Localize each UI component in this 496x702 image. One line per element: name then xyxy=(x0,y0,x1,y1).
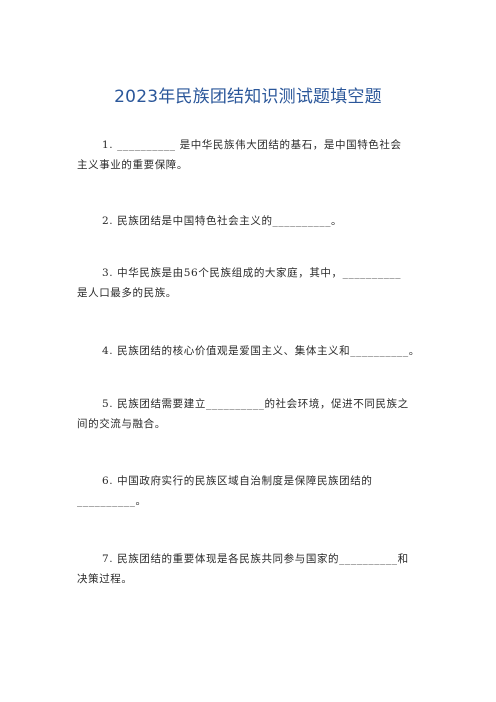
question-3: 3. 中华民族是由56个民族组成的大家庭，其中，__________ 是人口最多… xyxy=(77,263,437,303)
question-2-line-1: 2. 民族团结是中国特色社会主义的__________。 xyxy=(102,215,343,227)
question-1: 1. __________ 是中华民族伟大团结的基石，是中国特色社会 主义事业的… xyxy=(77,135,437,175)
question-1-line-2: 主义事业的重要保障。 xyxy=(77,159,188,171)
question-3-line-1: 3. 中华民族是由56个民族组成的大家庭，其中，__________ xyxy=(102,267,402,279)
question-6-line-1: 6. 中国政府实行的民族区域自治制度是保障民族团结的 xyxy=(102,475,373,487)
question-4-line-1: 4. 民族团结的核心价值观是爱国主义、集体主义和__________。 xyxy=(102,345,420,357)
question-5: 5. 民族团结需要建立__________的社会环境，促进不同民族之 间的交流与… xyxy=(77,394,437,434)
question-6-line-2: __________。 xyxy=(77,495,147,507)
question-6: 6. 中国政府实行的民族区域自治制度是保障民族团结的 __________。 xyxy=(77,471,437,511)
question-5-line-2: 间的交流与融合。 xyxy=(77,418,166,430)
question-7: 7. 民族团结的重要体现是各民族共同参与国家的__________和 决策过程。 xyxy=(77,549,437,589)
question-7-line-2: 决策过程。 xyxy=(77,573,133,585)
question-7-line-1: 7. 民族团结的重要体现是各民族共同参与国家的__________和 xyxy=(102,553,409,565)
question-1-line-1: 1. __________ 是中华民族伟大团结的基石，是中国特色社会 xyxy=(102,139,402,151)
page-title: 2023年民族团结知识测试题填空题 xyxy=(114,87,382,107)
question-2: 2. 民族团结是中国特色社会主义的__________。 xyxy=(77,211,437,231)
question-3-line-2: 是人口最多的民族。 xyxy=(77,287,177,299)
question-4: 4. 民族团结的核心价值观是爱国主义、集体主义和__________。 xyxy=(77,341,437,361)
question-5-line-1: 5. 民族团结需要建立__________的社会环境，促进不同民族之 xyxy=(102,398,409,410)
